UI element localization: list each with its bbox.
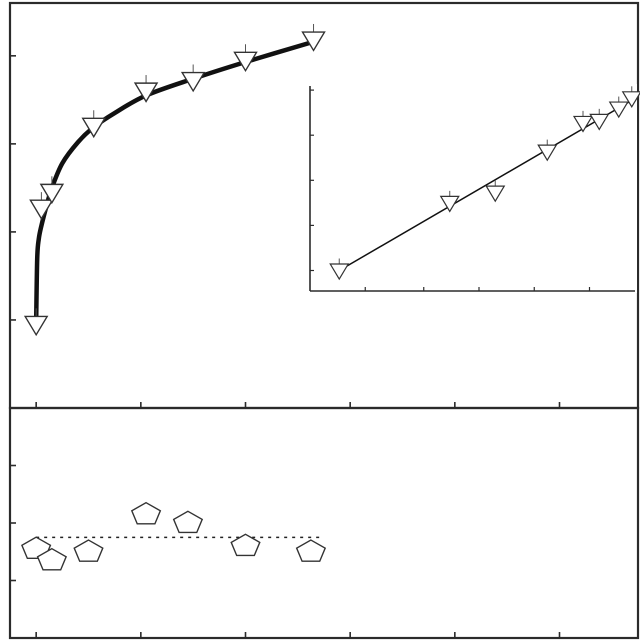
- bottom-data-point: [130, 501, 162, 525]
- bottom-panel-frame: [8, 406, 640, 640]
- main-data-point: [133, 82, 159, 103]
- inset-data-point: [439, 195, 460, 213]
- bottom-data-point: [172, 510, 204, 534]
- main-data-point: [29, 199, 54, 220]
- inset-data-point: [589, 113, 610, 131]
- inset-background: [310, 84, 637, 293]
- main-data-point: [81, 117, 106, 139]
- main-data-point: [301, 31, 326, 52]
- inset-data-point: [537, 144, 558, 162]
- main-data-point: [180, 71, 206, 93]
- inset-data-point: [608, 101, 629, 119]
- inset-data-point: [572, 115, 594, 133]
- inset-data-point: [621, 91, 640, 109]
- bottom-data-point: [36, 547, 68, 571]
- bottom-data-point: [295, 539, 327, 562]
- inset-data-point: [329, 263, 350, 281]
- main-data-point: [39, 183, 65, 205]
- bottom-data-point: [73, 539, 104, 562]
- inset-data-point: [485, 185, 506, 203]
- main-data-point: [233, 51, 258, 73]
- main-data-point: [23, 315, 49, 337]
- bottom-data-point: [230, 533, 261, 557]
